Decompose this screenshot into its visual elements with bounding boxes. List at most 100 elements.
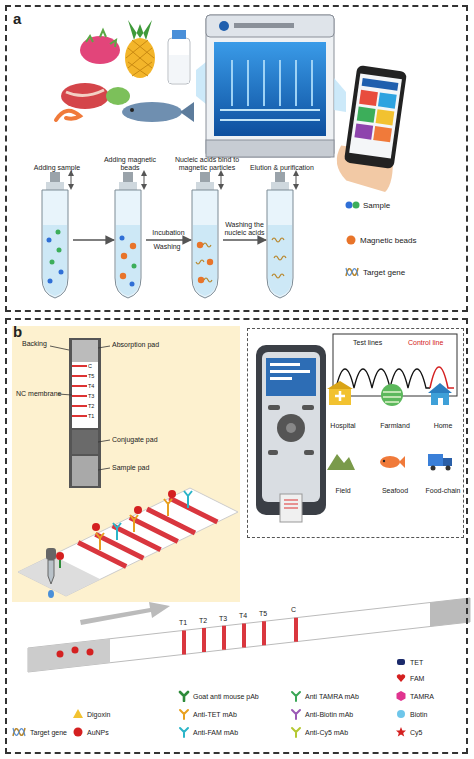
antibody-symbol — [292, 728, 300, 737]
legend-icon — [345, 266, 360, 278]
legend-icon — [72, 708, 84, 720]
legend-icon — [395, 690, 407, 702]
legend-text: Sample — [363, 201, 390, 210]
part-label: Backing — [22, 340, 47, 348]
place-icon: Food-chain — [421, 449, 465, 495]
antibody-symbol — [292, 710, 300, 719]
legend-item: FAM — [395, 672, 424, 684]
legend-item: Goat anti mouse pAb — [178, 690, 259, 702]
extraction-machine — [206, 15, 346, 157]
legend-icon — [290, 708, 302, 720]
legend-icon — [290, 726, 302, 738]
legend-icon — [72, 726, 84, 738]
legend-text: Anti-Biotin mAb — [305, 711, 353, 718]
tube-step: Elution & purification — [269, 184, 295, 296]
line-marker: C — [291, 606, 296, 614]
line-marker: T1 — [179, 619, 187, 627]
part-label: Conjugate pad — [112, 436, 158, 444]
gene-symbol — [13, 728, 25, 736]
place-icon: Farmland — [373, 384, 417, 430]
part-label: NC membrane — [16, 390, 62, 398]
node-text: Control line — [408, 339, 443, 347]
legend-text: TAMRA — [410, 693, 434, 700]
node-text: Home — [421, 422, 465, 430]
legend-item: Anti TAMRA mAb — [290, 690, 359, 702]
legend-item: Target gene — [345, 266, 405, 278]
node-text: Farmland — [373, 422, 417, 430]
node-text: Test lines — [353, 339, 382, 347]
fam-symbol — [397, 674, 405, 682]
panel-letter: b — [13, 323, 22, 340]
legend-swatch — [347, 236, 356, 245]
legend-text: Target gene — [30, 729, 67, 736]
test-strip — [50, 338, 110, 488]
biotin-symbol — [397, 710, 405, 718]
legend-text: Biotin — [410, 711, 428, 718]
gene-symbol — [346, 268, 358, 276]
gene-symbol — [13, 728, 25, 736]
tamra-symbol — [397, 691, 406, 701]
legend-item: TET — [395, 656, 423, 668]
place-icon: Hospital — [321, 384, 365, 430]
place-icon: Field — [321, 449, 365, 495]
legend-icon — [12, 726, 27, 738]
line-marker: T2 — [88, 403, 94, 409]
legend-swatch — [74, 728, 83, 737]
tet-symbol — [397, 659, 405, 665]
process-arrow — [146, 239, 191, 241]
legend-item: Target gene — [12, 726, 67, 738]
line-marker: T3 — [219, 615, 227, 623]
legend-text: Goat anti mouse pAb — [193, 693, 259, 700]
line-marker: T2 — [199, 617, 207, 625]
legend-item: AuNPs — [72, 726, 109, 738]
node-text: Field — [321, 487, 365, 495]
legend-text: Anti-Cy5 mAb — [305, 729, 348, 736]
line-marker: C — [88, 363, 92, 369]
smartphone — [333, 64, 407, 193]
node-text: Seafood — [373, 487, 417, 495]
legend-icon — [178, 690, 190, 702]
legend-text: Anti-FAM mAb — [193, 729, 238, 736]
legend-icon — [395, 708, 407, 720]
tube-step: Nucleic acids bind to magnetic particles — [194, 184, 220, 296]
legend-item: Anti-TET mAb — [178, 708, 237, 720]
gene-symbol — [346, 268, 358, 276]
place-icon: Home — [421, 384, 465, 430]
legend-item: TAMRA — [395, 690, 434, 702]
legend-text: Anti-TET mAb — [193, 711, 237, 718]
part-label: Absorption pad — [112, 341, 159, 349]
antibody-symbol — [292, 692, 300, 701]
legend-text: FAM — [410, 675, 424, 682]
legend-text: Digoxin — [87, 711, 110, 718]
part-label: Sample pad — [112, 464, 149, 472]
edge-label: Washing the nucleic acids — [215, 221, 275, 237]
legend-dot — [353, 202, 360, 209]
place-icon: Seafood — [373, 449, 417, 495]
panel-box: aAdding sampleAdding magnetic beadsNucle… — [5, 5, 468, 312]
cy5-symbol — [396, 727, 406, 737]
antibody-symbol — [180, 692, 188, 701]
line-marker: T1 — [88, 413, 94, 419]
legend-item: Anti-Cy5 mAb — [290, 726, 348, 738]
panel-letter: a — [13, 10, 21, 27]
panel-background — [12, 326, 240, 602]
node-text: Adding sample — [22, 164, 92, 172]
line-marker: T5 — [259, 610, 267, 618]
digoxin-symbol — [73, 709, 83, 718]
edge-label: Incubation — [139, 229, 199, 237]
legend-icon — [395, 656, 407, 668]
legend-text: AuNPs — [87, 729, 109, 736]
part-label: Washing — [145, 243, 189, 251]
node-text: Hospital — [321, 422, 365, 430]
legend-item: Biotin — [395, 708, 428, 720]
legend-icon — [395, 726, 407, 738]
legend-icon — [345, 199, 360, 211]
legend-text: Magnetic beads — [360, 236, 416, 245]
legend-icon — [178, 726, 190, 738]
legend-item: Cy5 — [395, 726, 422, 738]
tube-set — [42, 170, 299, 298]
line-marker: T4 — [88, 383, 94, 389]
